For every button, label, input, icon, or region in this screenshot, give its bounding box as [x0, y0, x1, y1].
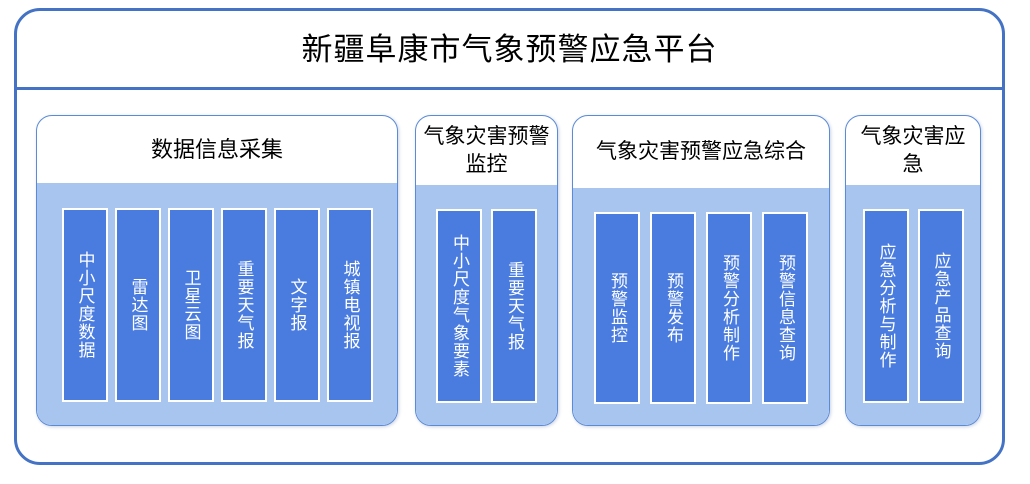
- block-label: 应急产品查询: [931, 252, 951, 360]
- block-warning-emergency-2[interactable]: 预警分析制作: [706, 211, 752, 404]
- block-warning-emergency-0[interactable]: 预警监控: [594, 211, 640, 404]
- block-data-collection-1[interactable]: 雷达图: [114, 208, 161, 402]
- block-disaster-emergency-0[interactable]: 应急分析与制作: [862, 209, 909, 403]
- block-label: 预警监控: [608, 271, 627, 344]
- panel-disaster-warning-monitoring[interactable]: 气象灾害预警监控 中小尺度气象要素 重要天气报: [415, 115, 558, 426]
- panel-body-disaster-emergency: 应急分析与制作 应急产品查询: [846, 185, 980, 425]
- block-label: 卫星云图: [181, 269, 201, 341]
- block-label: 中小尺度气象要素: [450, 234, 469, 378]
- block-warning-monitoring-0[interactable]: 中小尺度气象要素: [436, 209, 482, 403]
- block-warning-monitoring-1[interactable]: 重要天气报: [491, 209, 537, 403]
- block-label: 应急分析与制作: [876, 243, 896, 369]
- block-warning-emergency-3[interactable]: 预警信息查询: [762, 211, 808, 404]
- panel-body-data-collection: 中小尺度数据 雷达图 卫星云图 重要天气报 文字报 城镇电视报: [37, 183, 397, 425]
- title-divider: [14, 87, 1005, 90]
- panel-disaster-emergency[interactable]: 气象灾害应急 应急分析与制作 应急产品查询: [845, 115, 981, 426]
- block-data-collection-3[interactable]: 重要天气报: [220, 208, 267, 402]
- panel-header-data-collection: 数据信息采集: [150, 136, 283, 162]
- panel-header-warning-emergency-integrated: 气象灾害预警应急综合: [596, 140, 806, 163]
- block-label: 重要天气报: [505, 261, 524, 351]
- panel-warning-emergency-integrated[interactable]: 气象灾害预警应急综合 预警监控 预警发布 预警分析制作 预警信息查询: [572, 115, 830, 426]
- block-label: 预警分析制作: [720, 253, 739, 362]
- block-data-collection-0[interactable]: 中小尺度数据: [61, 208, 108, 402]
- panel-body-disaster-warning-monitoring: 中小尺度气象要素 重要天气报: [416, 185, 557, 425]
- block-data-collection-5[interactable]: 城镇电视报: [326, 208, 373, 402]
- platform-title: 新疆阜康市气象预警应急平台: [301, 32, 718, 67]
- panel-header-disaster-warning-monitoring: 气象灾害预警监控: [423, 124, 550, 176]
- panel-data-collection[interactable]: 数据信息采集 中小尺度数据 雷达图 卫星云图 重要天气报 文字报 城镇电视报: [36, 115, 398, 426]
- block-warning-emergency-1[interactable]: 预警发布: [650, 211, 696, 404]
- panel-header-disaster-emergency: 气象灾害应急: [860, 124, 966, 176]
- block-label: 中小尺度数据: [75, 251, 95, 359]
- block-label: 雷达图: [128, 278, 148, 332]
- panel-body-warning-emergency-integrated: 预警监控 预警发布 预警分析制作 预警信息查询: [573, 188, 829, 425]
- block-disaster-emergency-1[interactable]: 应急产品查询: [917, 209, 964, 403]
- block-data-collection-4[interactable]: 文字报: [273, 208, 320, 402]
- block-label: 城镇电视报: [340, 260, 360, 350]
- block-label: 文字报: [287, 278, 307, 332]
- block-data-collection-2[interactable]: 卫星云图: [167, 208, 214, 402]
- block-label: 预警信息查询: [776, 253, 795, 362]
- block-label: 重要天气报: [234, 260, 254, 350]
- block-label: 预警发布: [664, 271, 683, 344]
